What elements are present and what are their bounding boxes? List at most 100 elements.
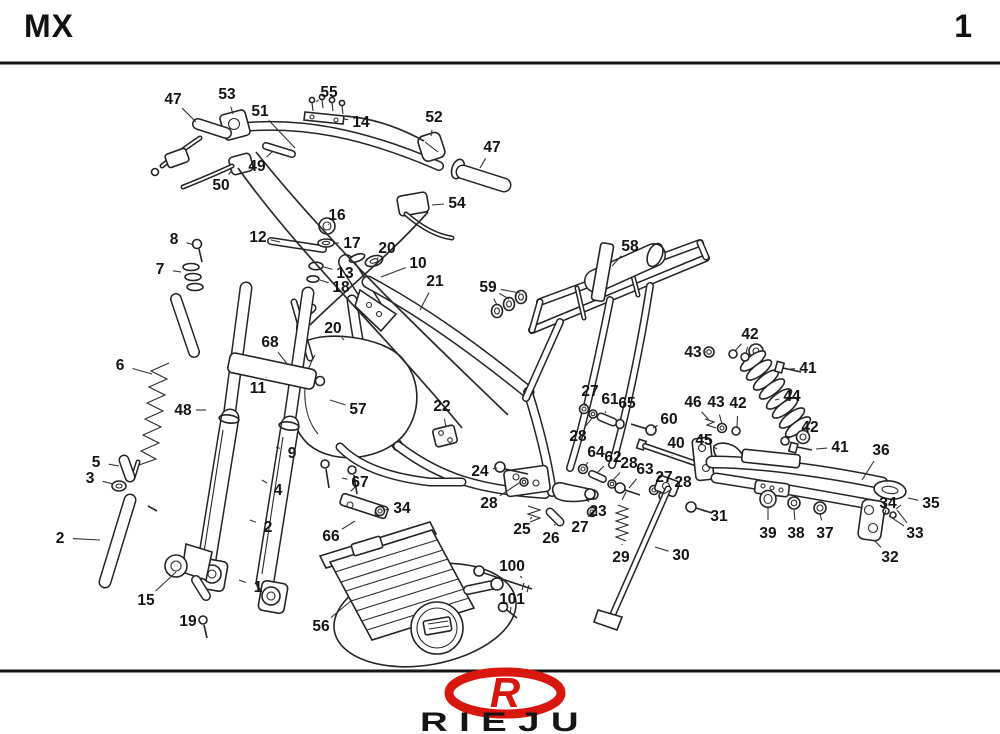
part-label-30: 30 [672, 547, 689, 564]
part-label-62: 62 [604, 449, 621, 466]
leader-line [155, 571, 177, 592]
leader-line [343, 118, 349, 121]
leader-line [611, 472, 621, 482]
part-label-64: 64 [587, 444, 605, 461]
engine [318, 459, 565, 668]
page-title: MX [24, 8, 74, 44]
leader-line [587, 513, 591, 518]
leader-line [793, 509, 796, 521]
leader-line [431, 203, 445, 206]
part-label-53: 53 [218, 86, 236, 103]
leader-line [350, 485, 357, 492]
part-label-42: 42 [801, 419, 818, 436]
leader-line [380, 267, 406, 278]
leader-line [584, 403, 587, 407]
part-label-65: 65 [618, 395, 636, 412]
leader-line [585, 417, 593, 427]
leader-line [277, 351, 289, 366]
part-label-56: 56 [312, 618, 330, 635]
part-label-5: 5 [92, 454, 101, 471]
part-label-3: 3 [86, 470, 95, 487]
part-label-7: 7 [156, 261, 165, 278]
leader-line [72, 538, 101, 541]
leader-line [430, 129, 433, 137]
part-label-34: 34 [879, 495, 897, 512]
leader-line [701, 411, 710, 421]
part-label-36: 36 [872, 442, 890, 459]
kickstand [592, 474, 681, 632]
part-label-17: 17 [343, 235, 360, 252]
part-label-27: 27 [581, 383, 598, 400]
leader-line [132, 367, 153, 375]
handlebar-controls [150, 93, 512, 429]
leader-line [745, 346, 749, 355]
leader-line [896, 509, 908, 524]
part-label-49: 49 [248, 158, 266, 175]
leader-line [500, 288, 521, 294]
leader-line [492, 467, 498, 470]
leader-line [714, 446, 718, 450]
part-label-21: 21 [426, 273, 444, 290]
leader-line [819, 513, 823, 521]
part-label-13: 13 [336, 265, 354, 282]
swingarm [577, 403, 907, 542]
part-label-29: 29 [612, 549, 630, 566]
leader-line [479, 158, 487, 169]
leader-line [172, 270, 182, 273]
part-label-31: 31 [710, 508, 728, 525]
part-label-40: 40 [667, 435, 684, 452]
part-label-33: 33 [906, 525, 924, 542]
part-label-28: 28 [480, 495, 498, 512]
part-label-27: 27 [571, 519, 588, 536]
leader-line [108, 463, 120, 467]
leader-line [443, 418, 447, 428]
leader-line [327, 223, 330, 226]
page-number: 1 [954, 8, 972, 44]
part-label-2: 2 [264, 519, 273, 536]
part-label-23: 23 [589, 503, 607, 520]
brand-wordmark: RIEJU [420, 707, 590, 734]
leader-line [268, 120, 296, 149]
leader-line [270, 239, 281, 243]
part-label-37: 37 [816, 525, 833, 542]
leader-line [774, 398, 780, 401]
leader-line [382, 508, 390, 511]
part-label-8: 8 [170, 231, 179, 248]
leader-line [786, 432, 799, 440]
leader-line [585, 498, 590, 503]
part-label-61: 61 [601, 391, 619, 408]
leader-line [888, 515, 905, 527]
leader-line [907, 497, 919, 501]
part-label-41: 41 [799, 360, 817, 377]
leader-line [519, 575, 523, 579]
leader-line [341, 337, 345, 341]
part-label-19: 19 [179, 613, 197, 630]
leader-line [319, 279, 329, 284]
part-label-1: 1 [254, 579, 263, 596]
leader-line [230, 106, 234, 115]
part-label-47: 47 [164, 91, 181, 108]
part-label-18: 18 [332, 279, 350, 296]
leader-line [315, 99, 320, 103]
part-label-63: 63 [636, 461, 654, 478]
part-label-28: 28 [569, 428, 587, 445]
part-label-45: 45 [695, 432, 713, 449]
leader-line [228, 169, 233, 175]
leader-line [181, 107, 197, 123]
part-label-51: 51 [251, 103, 269, 120]
part-label-9: 9 [288, 445, 297, 462]
leader-line [652, 424, 658, 429]
leader-line [419, 292, 430, 311]
part-label-28: 28 [620, 455, 638, 472]
leader-line [493, 298, 498, 306]
part-label-43: 43 [707, 394, 725, 411]
part-label-54: 54 [448, 195, 466, 212]
leader-line [596, 465, 605, 474]
part-label-26: 26 [542, 530, 560, 547]
leader-line [341, 477, 348, 480]
part-label-60: 60 [660, 411, 677, 428]
part-label-42: 42 [741, 326, 758, 343]
part-label-14: 14 [352, 114, 370, 131]
